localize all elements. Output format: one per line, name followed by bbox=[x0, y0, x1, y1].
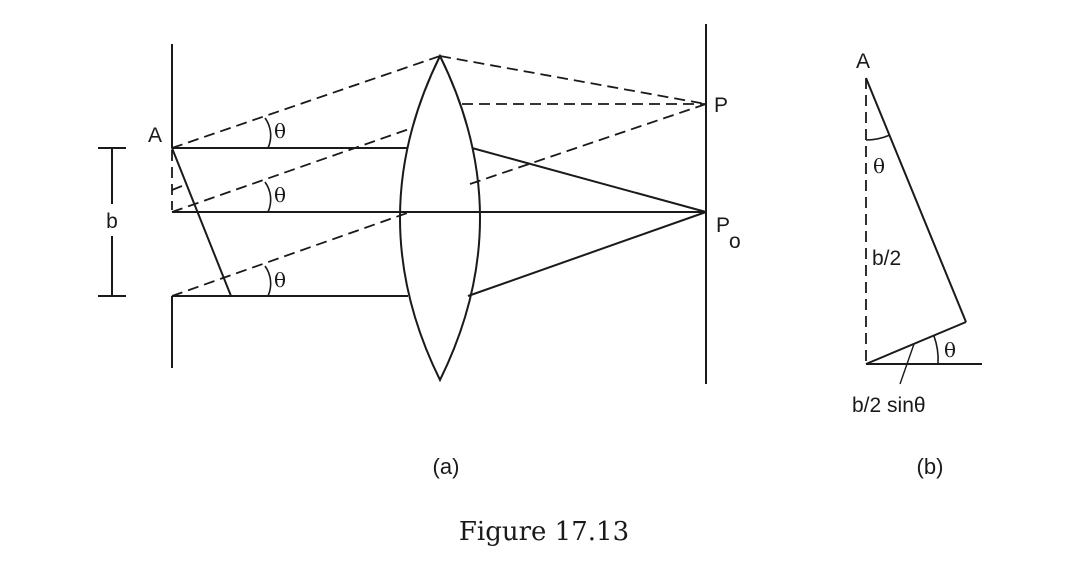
point-p0-subscript: o bbox=[729, 230, 741, 253]
path-difference-label: b/2 sinθ bbox=[852, 394, 926, 417]
theta-label-top: θ bbox=[274, 119, 286, 143]
theta-label-bottom: θ bbox=[274, 268, 286, 292]
theta-arc-mid bbox=[264, 181, 272, 213]
theta-arc-base bbox=[933, 335, 939, 365]
convex-lens bbox=[399, 53, 481, 383]
path-difference-pointer bbox=[899, 343, 915, 385]
point-p-label: P bbox=[714, 94, 728, 117]
ray-bottom-dashed bbox=[171, 211, 411, 297]
ray-top-dashed bbox=[171, 55, 441, 149]
slit-small-tick bbox=[171, 185, 183, 191]
theta-label-apex: θ bbox=[873, 154, 885, 178]
ray-lens-top-to-p bbox=[439, 55, 707, 105]
side-label-b-half: b/2 bbox=[872, 247, 901, 270]
triangle-point-a-label: A bbox=[856, 50, 870, 73]
theta-arc-bottom bbox=[264, 265, 272, 297]
triangle-inclined-side bbox=[865, 321, 967, 365]
ray-lens-top-to-p0 bbox=[471, 147, 707, 213]
theta-arc-apex bbox=[865, 134, 891, 141]
caption-a: (a) bbox=[433, 454, 460, 479]
figure-caption: Figure 17.13 bbox=[459, 517, 629, 547]
theta-arc-top bbox=[264, 117, 272, 149]
theta-label-mid: θ bbox=[274, 183, 286, 207]
ray-lens-mid-to-p bbox=[469, 103, 707, 185]
theta-label-base: θ bbox=[944, 338, 956, 362]
ray-mid-dashed bbox=[171, 127, 413, 213]
point-p0-label: P bbox=[716, 214, 730, 237]
point-a-label: A bbox=[148, 124, 162, 147]
triangle-hypotenuse bbox=[865, 77, 967, 323]
ray-lens-bottom-to-p0 bbox=[467, 211, 707, 297]
caption-b: (b) bbox=[917, 454, 944, 479]
diagram-a: b A θ θ θ P P bbox=[98, 24, 741, 479]
diagram-b: A θ b/2 θ b/2 sinθ (b) bbox=[852, 50, 982, 479]
wavefront-perpendicular bbox=[171, 147, 232, 297]
width-label-b: b bbox=[106, 210, 118, 233]
